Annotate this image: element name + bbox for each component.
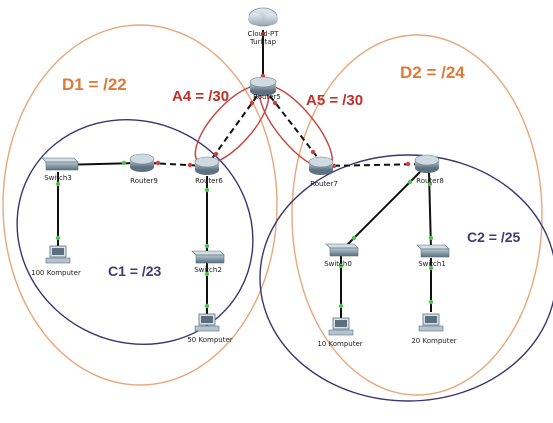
pc50-label: 50 Komputer (187, 336, 232, 344)
pc-icon[interactable] (328, 317, 354, 336)
port-indicators (55, 31, 434, 309)
subnet-a5-label: A5 = /30 (306, 92, 363, 109)
subnet-c2-label: C2 = /25 (467, 229, 521, 245)
subnet-d2-label: D2 = /24 (400, 63, 465, 82)
subnet-c2-ellipse (259, 154, 553, 402)
pc10-label: 10 Komputer (317, 340, 362, 348)
cloud-sublabel: Turktap (249, 38, 277, 46)
router-icon[interactable] (249, 76, 277, 96)
link-router5-router6 (210, 95, 258, 161)
cloud-icon[interactable] (248, 7, 278, 27)
switch-icon[interactable] (41, 157, 79, 171)
subnet-d1-ellipse (2, 24, 278, 386)
switch3-label: Switch3 (44, 174, 72, 182)
subnet-d1-label: D1 = /22 (62, 75, 127, 94)
switch-icon[interactable] (191, 250, 225, 264)
pc-icon[interactable] (418, 313, 444, 332)
router7-label: Router7 (310, 180, 338, 188)
subnet-c1-label: C1 = /23 (108, 263, 162, 279)
subnet-c1-ellipse (16, 119, 254, 345)
router9-label: Router9 (130, 177, 158, 185)
switch0-label: Switch0 (324, 260, 352, 268)
router6-label: Router6 (195, 177, 223, 185)
link-router5-router7 (269, 95, 319, 159)
router-icon[interactable] (414, 154, 440, 173)
router-icon[interactable] (194, 156, 220, 175)
pc100-label: 100 Komputer (31, 269, 81, 277)
subnet-d2-ellipse (291, 34, 543, 396)
router-icon[interactable] (308, 156, 334, 175)
pc-icon[interactable] (45, 245, 71, 264)
pc-icon[interactable] (194, 313, 220, 332)
cloud-label: Cloud-PT (247, 30, 279, 38)
switch-icon[interactable] (325, 243, 359, 257)
subnet-a4-label: A4 = /30 (172, 88, 229, 105)
link-router8-switch0 (344, 171, 421, 248)
router-icon[interactable] (129, 153, 155, 172)
switch1-label: Switch1 (418, 260, 446, 268)
switch2-label: Switch2 (194, 266, 222, 274)
switch-icon[interactable] (416, 244, 450, 258)
router8-label: Router8 (416, 177, 444, 185)
router5-label: Router5 (253, 93, 281, 101)
pc20-label: 20 Komputer (411, 337, 456, 345)
